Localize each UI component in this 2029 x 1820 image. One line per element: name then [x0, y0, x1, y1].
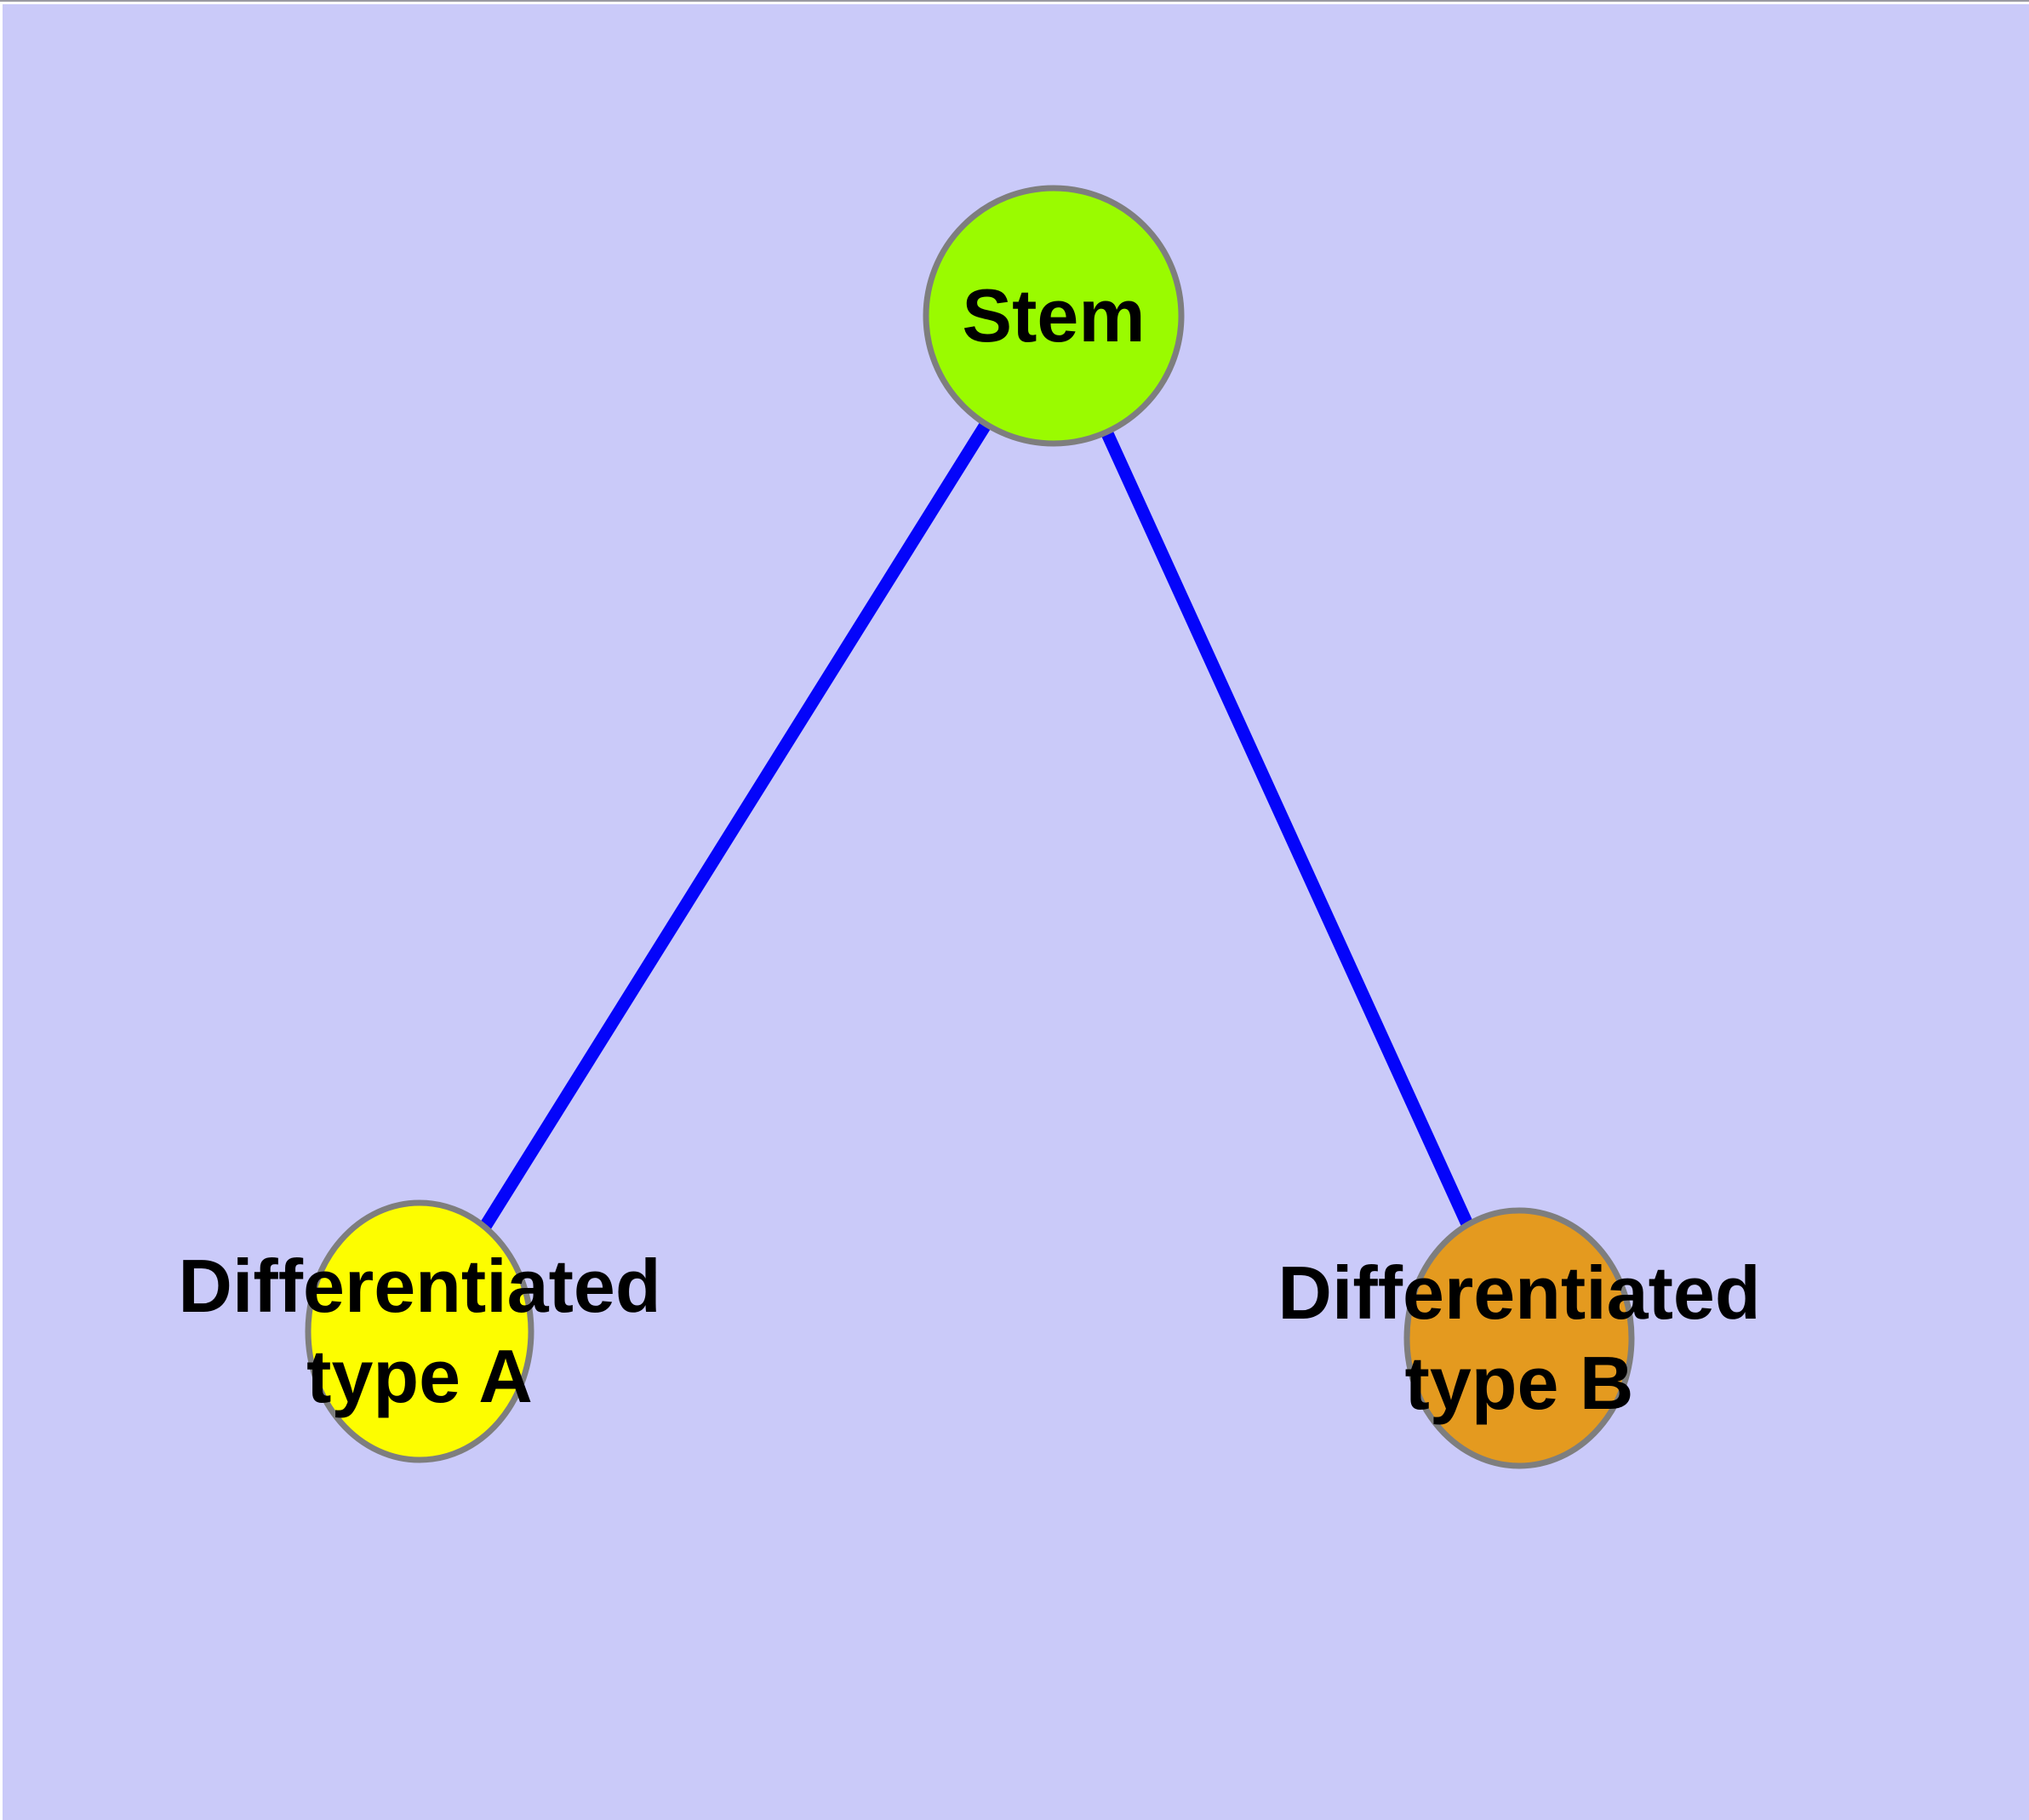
node-differentiated-type-a — [305, 1199, 534, 1463]
edge-stem-to-type-a — [414, 312, 1060, 1335]
top-hairline — [0, 0, 2029, 2]
node-stem — [923, 185, 1185, 447]
node-differentiated-type-b — [1403, 1207, 1635, 1469]
edge-stem-to-type-b — [1048, 312, 1525, 1342]
